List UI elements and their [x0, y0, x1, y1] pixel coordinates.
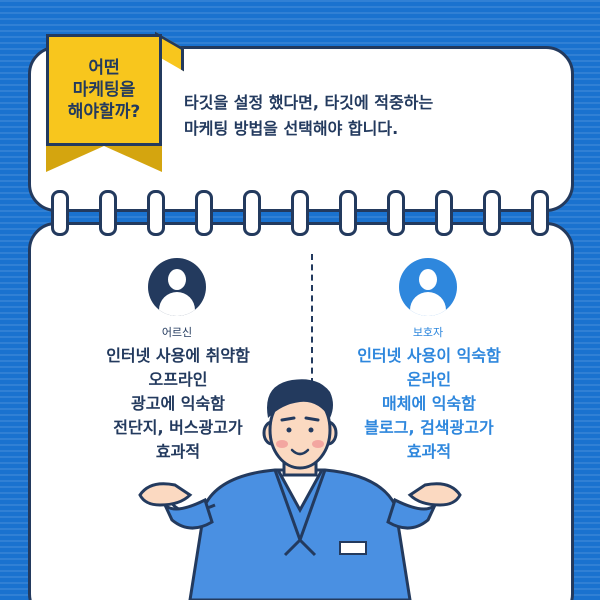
binder-ring [387, 190, 405, 236]
adult-trait: 인터넷 사용에 취약함 [106, 346, 250, 365]
adult-trait: 효과적 [155, 442, 201, 461]
person-silhouette-icon [399, 258, 457, 316]
tag-fold [46, 146, 162, 172]
adult-label: 어르신 [161, 326, 193, 339]
adult-trait: 광고에 익숙함 [131, 394, 225, 413]
guardian-trait: 매체에 익숙함 [382, 394, 476, 413]
headline-line: 마케팅 방법을 선택해야 합니다. [184, 119, 399, 138]
binder-ring [195, 190, 213, 236]
binder-ring [339, 190, 357, 236]
adult-trait: 오프라인 [148, 370, 208, 389]
tag-line: 마케팅을 [72, 80, 136, 100]
headline-line: 타깃을 설정 했다면, 타깃에 적중하는 [184, 93, 434, 112]
adult-trait: 전단지, 버스광고가 [113, 418, 243, 437]
binder-ring [51, 190, 69, 236]
headline-text: 타깃을 설정 했다면, 타깃에 적중하는 마케팅 방법을 선택해야 합니다. [184, 90, 544, 142]
guardian-trait: 온라인 [406, 370, 452, 389]
guardian-trait: 효과적 [406, 442, 452, 461]
binder-ring [147, 190, 165, 236]
guardian-trait: 인터넷 사용이 익숙함 [357, 346, 501, 365]
tag-line: 해야할까? [67, 102, 141, 122]
binder-ring [243, 190, 261, 236]
binder-rings [0, 190, 600, 246]
guardian-label: 보호자 [412, 326, 444, 339]
binder-ring [531, 190, 549, 236]
binder-ring [99, 190, 117, 236]
guardian-traits: 인터넷 사용이 익숙함 온라인 매체에 익숙함 블로그, 검색광고가 효과적 [329, 344, 529, 464]
adult-traits: 인터넷 사용에 취약함 오프라인 광고에 익숙함 전단지, 버스광고가 효과적 [78, 344, 278, 464]
tag-line: 어떤 [88, 58, 120, 78]
person-silhouette-icon [148, 258, 206, 316]
guardian-trait: 블로그, 검색광고가 [364, 418, 494, 437]
question-tag: 어떤 마케팅을 해야할까? [46, 34, 162, 146]
column-divider [311, 254, 313, 384]
binder-ring [435, 190, 453, 236]
binder-ring [483, 190, 501, 236]
binder-ring [291, 190, 309, 236]
